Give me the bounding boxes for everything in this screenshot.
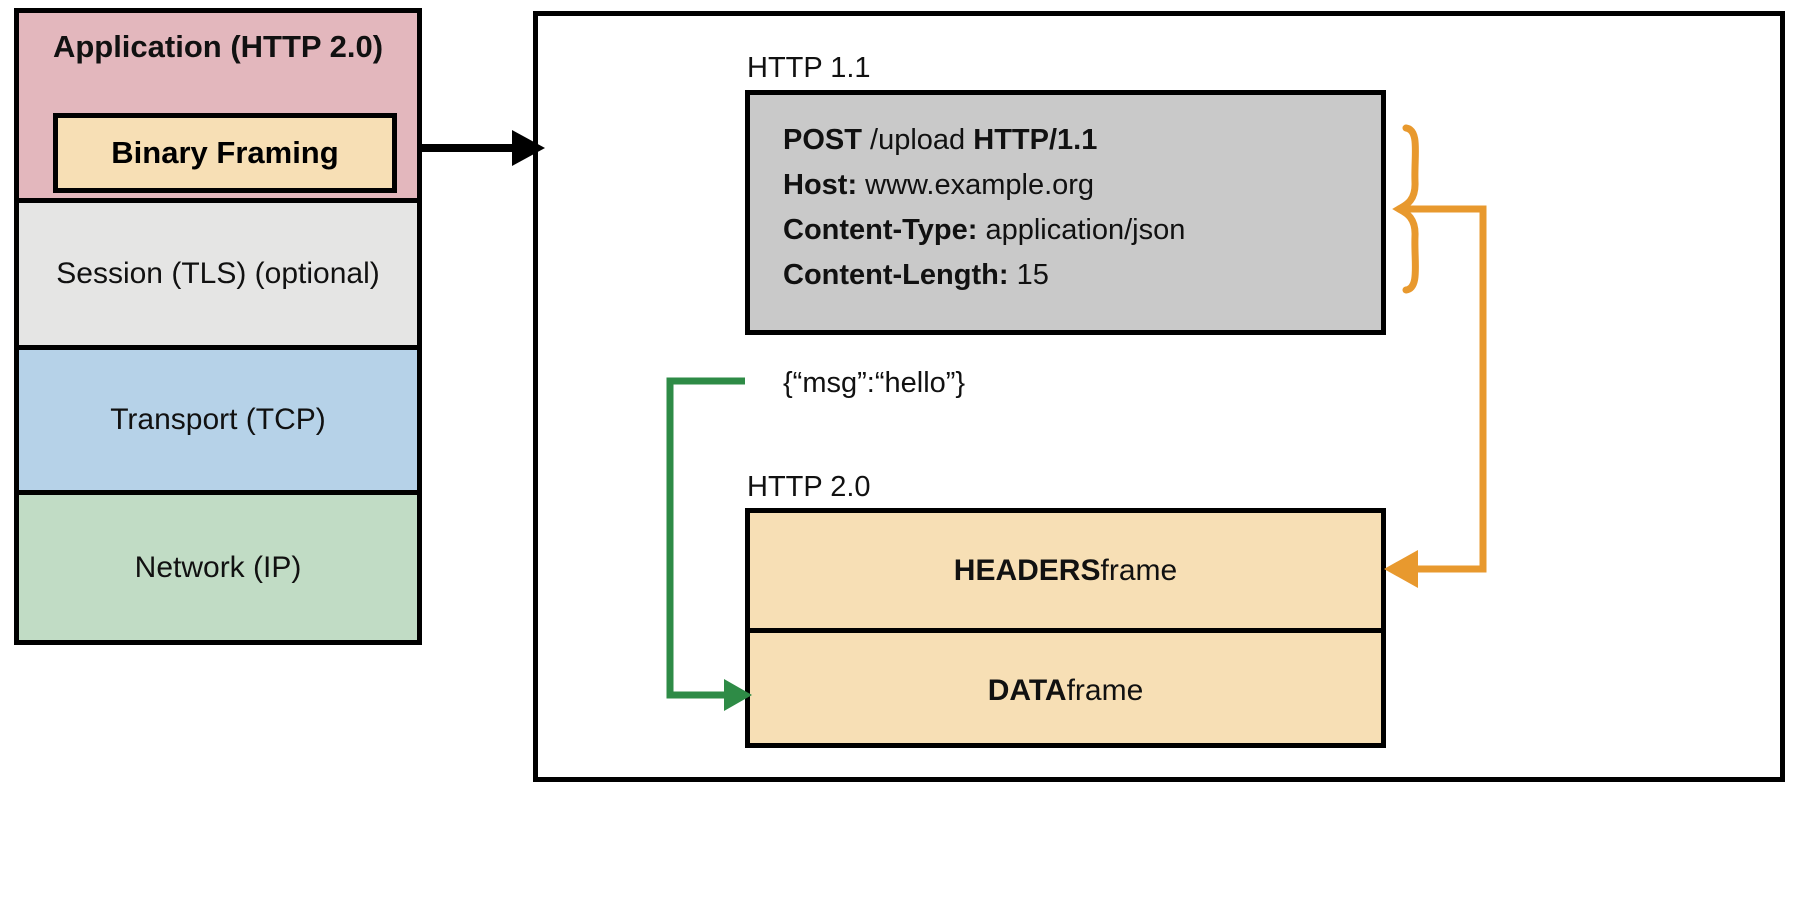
framing-panel: HTTP 1.1 POST /upload HTTP/1.1 Host: www…	[533, 11, 1785, 782]
stack-layer-transport: Transport (TCP)	[19, 350, 417, 495]
http11-body-payload: {“msg”:“hello”}	[783, 367, 966, 399]
headers-frame-suffix: frame	[1100, 553, 1178, 587]
http11-header-name: Content-Type:	[783, 214, 978, 246]
data-frame-type: DATA	[987, 673, 1067, 707]
body-to-data-frame-route	[666, 377, 752, 711]
data-frame-suffix: frame	[1066, 673, 1144, 707]
headers-to-headers-frame-route	[1384, 124, 1487, 588]
data-frame: DATA frame	[750, 633, 1381, 748]
headers-frame: HEADERS frame	[750, 513, 1381, 633]
stack-layer-network: Network (IP)	[19, 495, 417, 640]
http11-message-box: POST /upload HTTP/1.1 Host: www.example.…	[745, 90, 1386, 399]
http11-header-value: www.example.org	[865, 169, 1095, 201]
http11-header-row: Host: www.example.org	[783, 163, 1185, 208]
http11-header-space	[857, 169, 865, 201]
http20-caption: HTTP 2.0	[747, 471, 871, 503]
stack-layer-session: Session (TLS) (optional)	[19, 203, 417, 350]
http11-header-block: POST /upload HTTP/1.1 Host: www.example.…	[783, 118, 1185, 298]
http11-caption: HTTP 1.1	[747, 52, 871, 84]
stack-layer-binary-framing: Binary Framing	[53, 113, 397, 193]
http11-header-space	[1009, 259, 1017, 291]
http11-path: /upload	[870, 124, 966, 156]
http11-header-row: Content-Length: 15	[783, 253, 1185, 298]
http11-header-value: application/json	[985, 214, 1186, 246]
http11-header-name: Host:	[783, 169, 858, 201]
arrow-right-icon	[420, 130, 545, 166]
http11-header-value: 15	[1016, 259, 1049, 291]
stack-layer-transport-label: Transport (TCP)	[110, 403, 326, 436]
http11-method: POST	[783, 124, 862, 156]
stack-layer-binary-framing-label: Binary Framing	[111, 135, 339, 170]
http11-version: HTTP/1.1	[973, 124, 1098, 156]
headers-frame-type: HEADERS	[953, 553, 1101, 587]
http11-path-sep	[862, 124, 870, 156]
protocol-stack: Application (HTTP 2.0) Binary Framing Se…	[14, 8, 422, 645]
http11-header-row: Content-Type: application/json	[783, 208, 1185, 253]
stack-layer-session-label: Session (TLS) (optional)	[56, 257, 380, 290]
http20-frames: HEADERS frame DATA frame	[745, 508, 1386, 748]
http11-header-name: Content-Length:	[783, 259, 1009, 291]
stack-layer-application-label: Application (HTTP 2.0)	[52, 29, 384, 64]
http11-request-line: POST /upload HTTP/1.1	[783, 118, 1185, 163]
stack-layer-network-label: Network (IP)	[134, 550, 302, 584]
